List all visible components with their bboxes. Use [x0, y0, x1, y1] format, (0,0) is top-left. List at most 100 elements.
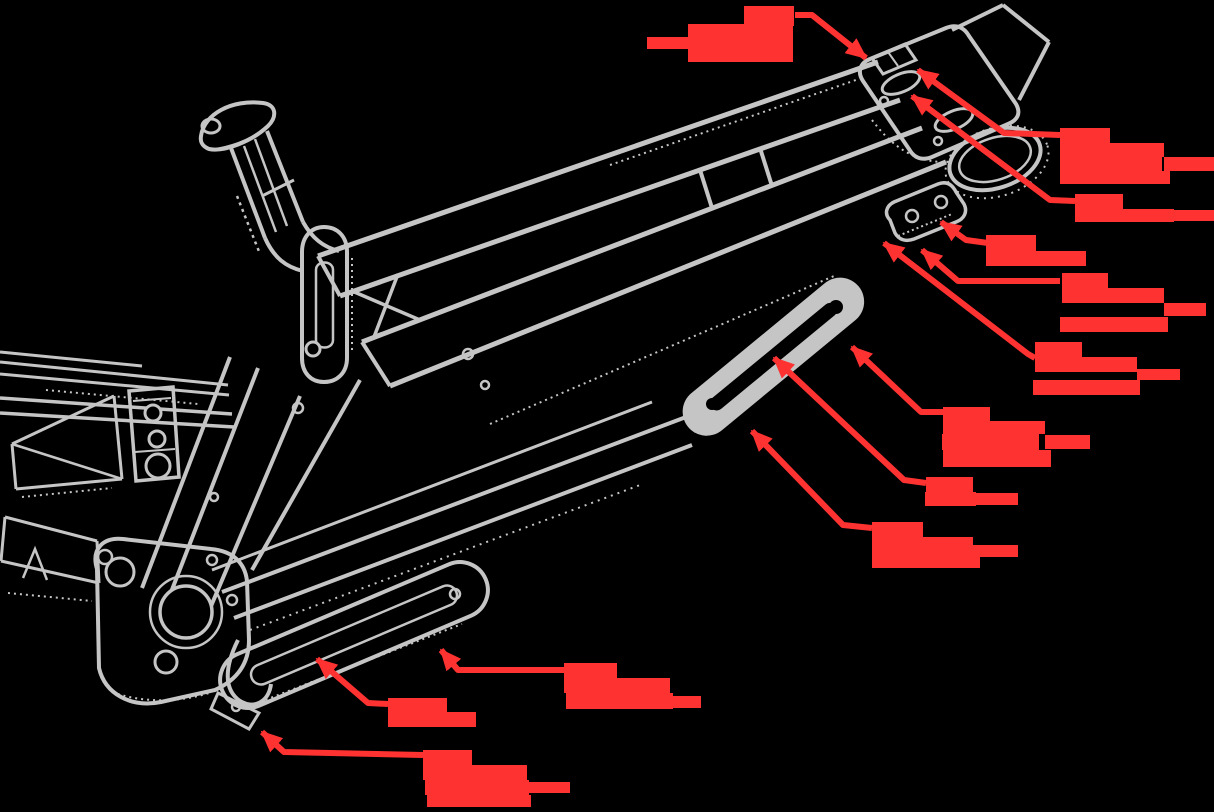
frame-line — [869, 42, 919, 76]
frame-line — [904, 208, 920, 224]
frame-line — [166, 367, 260, 601]
redacted-label-line — [423, 765, 527, 780]
redacted-label-line — [943, 407, 990, 421]
redacted-label-line — [1033, 380, 1140, 395]
frame-line — [208, 491, 220, 503]
frame-line — [609, 79, 857, 166]
redacted-label-line — [425, 780, 529, 795]
frame-line — [249, 584, 459, 686]
frame-line — [235, 195, 262, 255]
frame-line — [211, 400, 653, 572]
frame-line — [225, 639, 273, 707]
leader-arrow — [849, 344, 943, 415]
frame-line — [265, 130, 305, 223]
frame-line — [461, 347, 475, 361]
frame-line — [489, 275, 835, 425]
label-rule — [529, 782, 570, 793]
frame-line — [250, 379, 362, 571]
callout-7 — [849, 344, 1090, 467]
leader-arrow — [916, 67, 1061, 138]
label-rule — [1164, 157, 1214, 171]
frame-line — [884, 181, 968, 243]
redacted-label-line — [1062, 288, 1164, 303]
frame-line — [242, 145, 278, 233]
leader-arrow — [259, 729, 424, 758]
frame-line — [857, 24, 1021, 161]
leader-arrow — [795, 12, 868, 61]
part-seat-stays — [140, 356, 362, 619]
redacted-label-line — [986, 251, 1086, 266]
part-chainstay-rails — [211, 400, 703, 631]
frame-line — [205, 553, 219, 567]
frame-line — [259, 623, 463, 703]
frame-line — [758, 147, 774, 187]
frame-line — [261, 178, 295, 198]
redacted-label-line — [1035, 357, 1137, 372]
frame-line — [218, 560, 490, 710]
frame-line — [93, 536, 252, 706]
redacted-label-line — [388, 712, 476, 727]
part-shock-cylinder — [300, 224, 353, 385]
label-rule — [647, 37, 689, 49]
redacted-label-line — [943, 450, 1051, 467]
frame-line — [153, 649, 179, 675]
frame-line — [339, 97, 901, 299]
frame-line — [263, 237, 304, 273]
redacted-label-line — [943, 421, 1045, 434]
frame-line — [361, 125, 923, 345]
frame-line — [10, 443, 18, 490]
frame-line — [111, 691, 213, 702]
frame-line — [1017, 41, 1051, 101]
callout-11 — [315, 656, 476, 727]
callout-1 — [647, 6, 868, 62]
label-rule — [976, 493, 1018, 505]
frame-line — [96, 548, 114, 566]
redacted-label-line — [566, 693, 673, 709]
frame-line — [127, 385, 181, 483]
frame-line — [229, 147, 267, 239]
frame-line — [158, 584, 214, 640]
callout-8 — [771, 355, 1018, 506]
callout-12 — [259, 729, 570, 807]
frame-line — [706, 398, 718, 410]
part-misc-bolts — [208, 347, 491, 503]
frame-line — [709, 302, 838, 411]
frame-line — [253, 138, 289, 227]
frame-line — [693, 319, 837, 433]
frame-line — [225, 593, 239, 607]
callouts-layer — [259, 6, 1214, 807]
part-top-tube — [316, 59, 901, 299]
redacted-label-line — [1075, 194, 1123, 209]
frame-line — [957, 134, 1033, 184]
callout-6 — [882, 240, 1180, 395]
frame-line — [132, 397, 172, 402]
redacted-label-line — [1060, 171, 1170, 184]
frame-line — [0, 372, 230, 397]
frame-line — [198, 100, 277, 152]
redacted-label-line — [744, 6, 794, 26]
leader-arrow — [920, 247, 1060, 284]
redacted-label-line — [1060, 143, 1164, 157]
frame-line — [878, 95, 890, 107]
part-saddle — [198, 100, 277, 152]
leader-arrow — [939, 219, 989, 246]
frame-line — [314, 261, 335, 271]
redacted-label-line — [1060, 317, 1168, 332]
frame-line — [933, 194, 949, 210]
frame-line — [951, 3, 1004, 32]
label-rule — [1164, 303, 1206, 316]
frame-line — [104, 556, 136, 588]
frame-line — [204, 395, 302, 619]
label-rule — [1045, 435, 1090, 449]
part-sensor-bracket — [884, 181, 968, 243]
redacted-label-line — [564, 678, 670, 693]
frame-line — [944, 124, 1050, 200]
frame-line — [140, 356, 232, 589]
frame-line — [200, 117, 222, 135]
redacted-label-line — [872, 552, 980, 568]
frame-line — [7, 592, 93, 602]
frame-line — [0, 350, 143, 368]
leader-arrow — [882, 240, 1037, 361]
part-seatpost — [229, 130, 305, 255]
